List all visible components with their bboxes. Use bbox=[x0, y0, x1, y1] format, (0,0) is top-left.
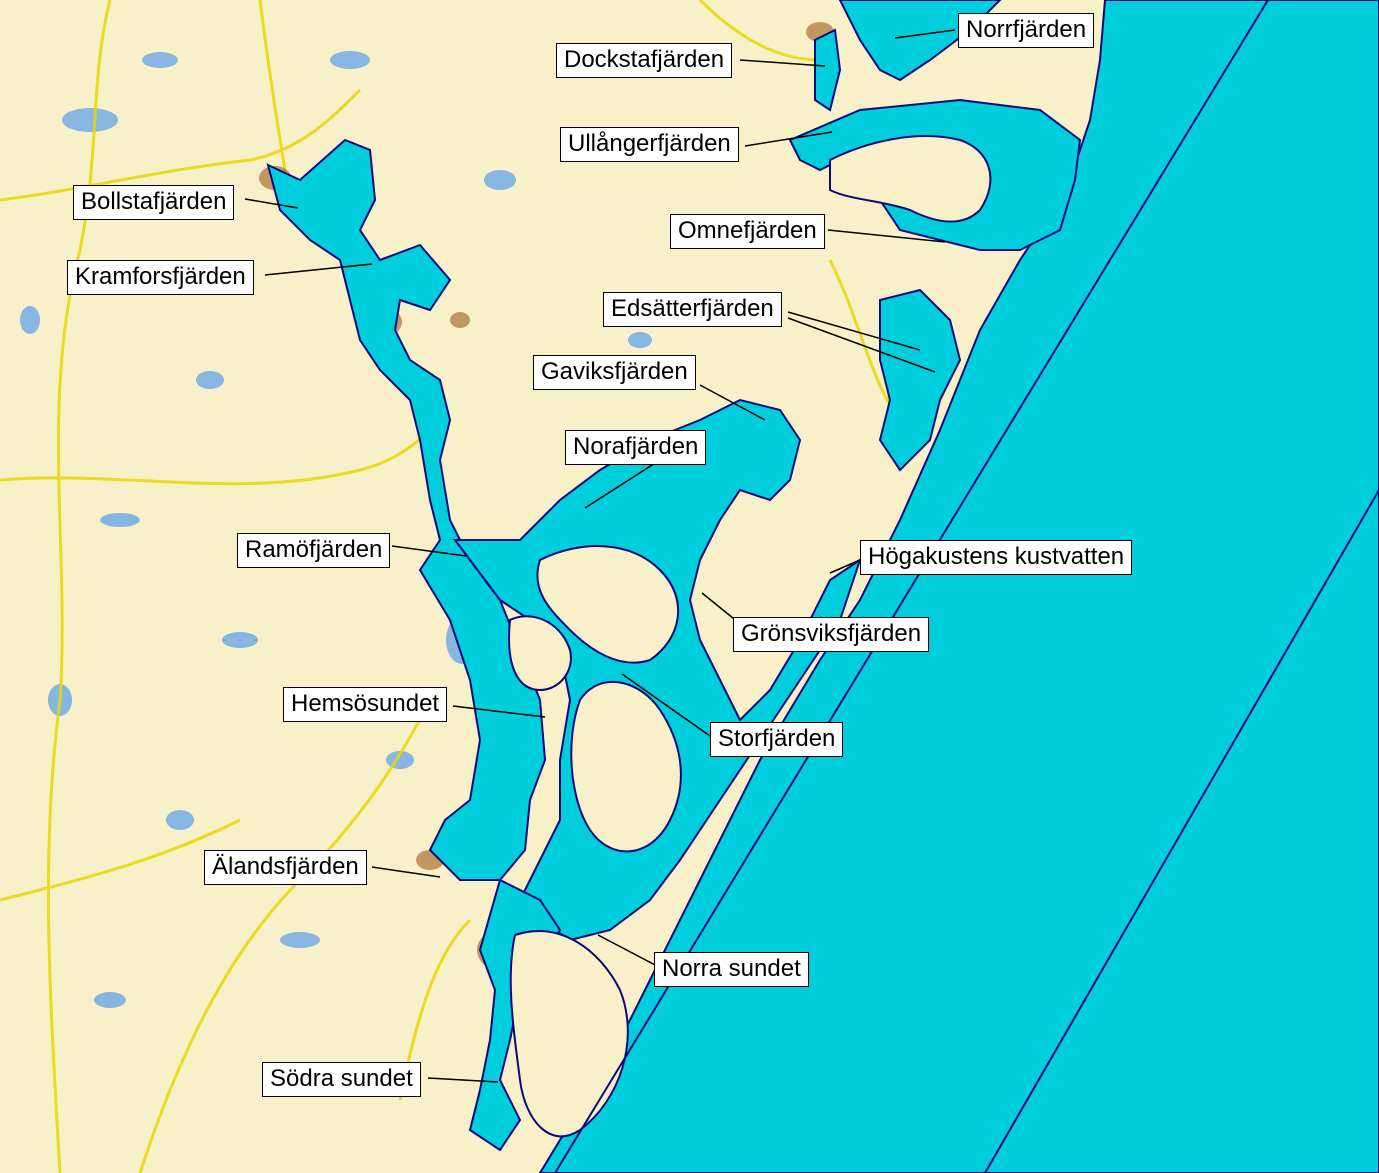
label-hemsosundet: Hemsösundet bbox=[283, 687, 448, 722]
label-norrfjarden: Norrfjärden bbox=[958, 13, 1095, 48]
label-edsatterfjarden: Edsätterfjärden bbox=[603, 292, 782, 327]
label-alandsfjarden: Älandsfjärden bbox=[204, 850, 367, 885]
label-dockstafjarden: Dockstafjärden bbox=[556, 43, 733, 78]
label-kramforsfjarden: Kramforsfjärden bbox=[67, 260, 254, 295]
label-bollstafjarden: Bollstafjärden bbox=[73, 185, 235, 220]
omne-island bbox=[829, 135, 992, 223]
label-ramofjarden: Ramöfjärden bbox=[237, 533, 391, 568]
label-norra-sundet: Norra sundet bbox=[654, 952, 809, 987]
island-3 bbox=[508, 615, 572, 692]
edsatterfjarden-water bbox=[878, 288, 962, 472]
label-omnefjarden: Omnefjärden bbox=[670, 214, 825, 249]
label-hogakustens-kustvatten: Högakustens kustvatten bbox=[860, 540, 1133, 575]
label-gaviksfjarden: Gaviksfjärden bbox=[533, 355, 696, 390]
label-ullangerfjarden: Ullångerfjärden bbox=[560, 127, 739, 162]
island-2 bbox=[570, 681, 682, 853]
island-1 bbox=[536, 545, 679, 664]
label-sodra-sundet: Södra sundet bbox=[262, 1062, 421, 1097]
label-storfjarden: Storfjärden bbox=[710, 722, 844, 757]
label-gronsviksfjarden: Grönsviksfjärden bbox=[733, 617, 930, 652]
label-norafjarden: Norafjärden bbox=[565, 430, 707, 465]
kramforsfjarden-water bbox=[266, 138, 547, 881]
dockstafjarden-water bbox=[814, 28, 842, 112]
central-fjords-water bbox=[453, 398, 862, 942]
roads bbox=[0, 0, 902, 1173]
